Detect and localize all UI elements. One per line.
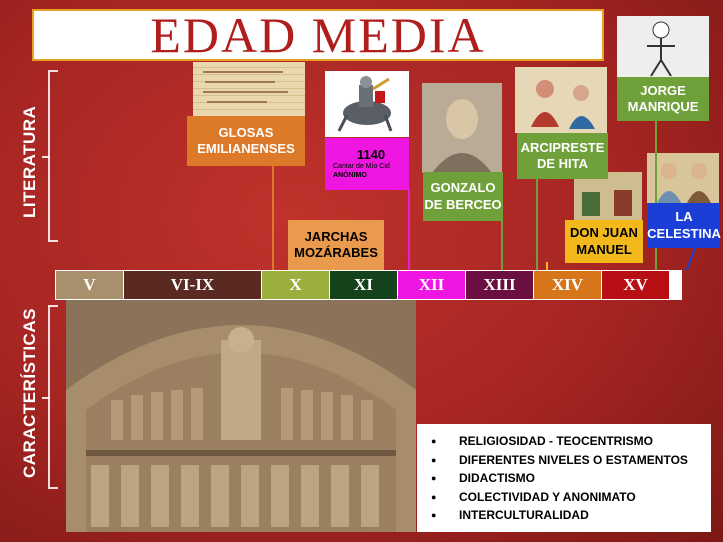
bullet-icon: ●: [431, 436, 437, 446]
hita-label: ARCIPRESTE DE HITA: [517, 133, 608, 179]
manuel-line1: DON JUAN: [570, 225, 638, 241]
cid-knight-image: [325, 71, 409, 137]
celestina-label: LA CELESTINA: [647, 203, 721, 248]
monk-portrait-icon: [432, 99, 492, 173]
glosas-label: GLOSAS EMILIANENSES: [187, 116, 305, 166]
list-item: ● COLECTIVIDAD Y ANONIMATO: [431, 488, 701, 507]
characteristics-list: ● RELIGIOSIDAD - TEOCENTRISMO ● DIFERENTES…: [431, 432, 701, 525]
manuscript-icon: [203, 71, 288, 103]
celestina-figures-icon: [657, 163, 711, 203]
berceo-connector: [501, 220, 503, 271]
glosas-line1: GLOSAS: [218, 124, 274, 140]
hita-connector: [536, 178, 538, 271]
berceo-line1: GONZALO: [430, 180, 496, 196]
characteristic-text: COLECTIVIDAD Y ANONIMATO: [459, 489, 636, 504]
list-item: ● INTERCULTURALIDAD: [431, 506, 701, 525]
jarchas-line1: JARCHAS: [304, 228, 368, 244]
berceo-line2: DE BERCEO: [424, 196, 502, 212]
characteristic-text: DIFERENTES NIVELES O ESTAMENTOS: [459, 452, 688, 467]
title-banner: EDAD MEDIA: [32, 9, 604, 61]
manrique-line2: MANRIQUE: [627, 99, 699, 114]
manrique-connector: [655, 121, 657, 271]
literature-brace: [42, 70, 58, 242]
list-item: ● DIDACTISMO: [431, 469, 701, 488]
literature-label: LITERATURA: [20, 105, 39, 218]
cid-author: ANÓNIMO: [333, 172, 367, 180]
celestina-connector: [685, 246, 697, 271]
bullet-icon: ●: [431, 510, 437, 520]
century-segment: XI: [330, 271, 398, 299]
medieval-figures-icon: [531, 80, 595, 129]
romanesque-portal-image: [66, 300, 416, 532]
century-segment: XV: [602, 271, 670, 299]
hita-line1: ARCIPRESTE: [520, 139, 605, 155]
list-item: ● RELIGIOSIDAD - TEOCENTRISMO: [431, 432, 701, 451]
bullet-icon: ●: [431, 491, 437, 502]
cid-label: 1140 Cantar de Mío Cid ANÓNIMO: [325, 138, 409, 190]
century-segment: XIII: [466, 271, 534, 299]
characteristics-label: CARACTERÍSTICAS: [20, 308, 39, 478]
century-segment: XIV: [534, 271, 602, 299]
manuel-line2: MANUEL: [576, 241, 632, 257]
glosas-line2: EMILIANENSES: [197, 141, 295, 156]
jarchas-line2: MOZÁRABES: [294, 245, 378, 260]
characteristic-text: INTERCULTURALIDAD: [459, 508, 589, 522]
manuel-illustration-image: [574, 172, 642, 220]
manuel-label: DON JUAN MANUEL: [565, 220, 643, 263]
dance-of-death-icon: [647, 21, 675, 77]
tympanum-carving-icon: [66, 325, 416, 532]
manrique-label: JORGE MANRIQUE: [617, 77, 709, 121]
knight-on-horse-icon: [337, 76, 393, 132]
hita-illustration-image: [515, 67, 607, 133]
cid-year: 1140: [356, 147, 386, 163]
bullet-icon: ●: [431, 473, 437, 483]
glosas-connector: [272, 165, 274, 271]
characteristics-box: ● RELIGIOSIDAD - TEOCENTRISMO ● DIFERENTES…: [417, 424, 711, 532]
hita-line2: DE HITA: [536, 156, 589, 171]
bullet-icon: ●: [431, 454, 437, 465]
characteristics-brace: [42, 305, 58, 489]
jarchas-label: JARCHAS MOZÁRABES: [288, 220, 384, 270]
page-title: EDAD MEDIA: [150, 7, 486, 63]
characteristic-text: RELIGIOSIDAD - TEOCENTRISMO: [459, 434, 654, 448]
berceo-portrait-image: [422, 83, 502, 173]
manrique-line1: JORGE: [640, 82, 686, 98]
century-segment: V: [56, 271, 124, 299]
characteristic-text: DIDACTISMO: [459, 471, 535, 485]
scribes-icon: [582, 190, 632, 216]
century-segment: X: [262, 271, 330, 299]
berceo-label: GONZALO DE BERCEO: [423, 172, 503, 221]
glosas-manuscript-image: [193, 62, 305, 116]
century-segment: XII: [398, 271, 466, 299]
celestina-line2: CELESTINA: [647, 225, 721, 241]
cid-work-title: Cantar de Mío Cid: [333, 163, 390, 171]
century-segment: VI-IX: [124, 271, 262, 299]
celestina-line1: LA: [675, 209, 693, 225]
manuel-connector: [546, 262, 548, 271]
manrique-illustration-image: [617, 16, 709, 78]
celestina-illustration-image: [647, 153, 719, 203]
cid-connector: [408, 189, 410, 271]
list-item: ● DIFERENTES NIVELES O ESTAMENTOS: [431, 451, 701, 470]
